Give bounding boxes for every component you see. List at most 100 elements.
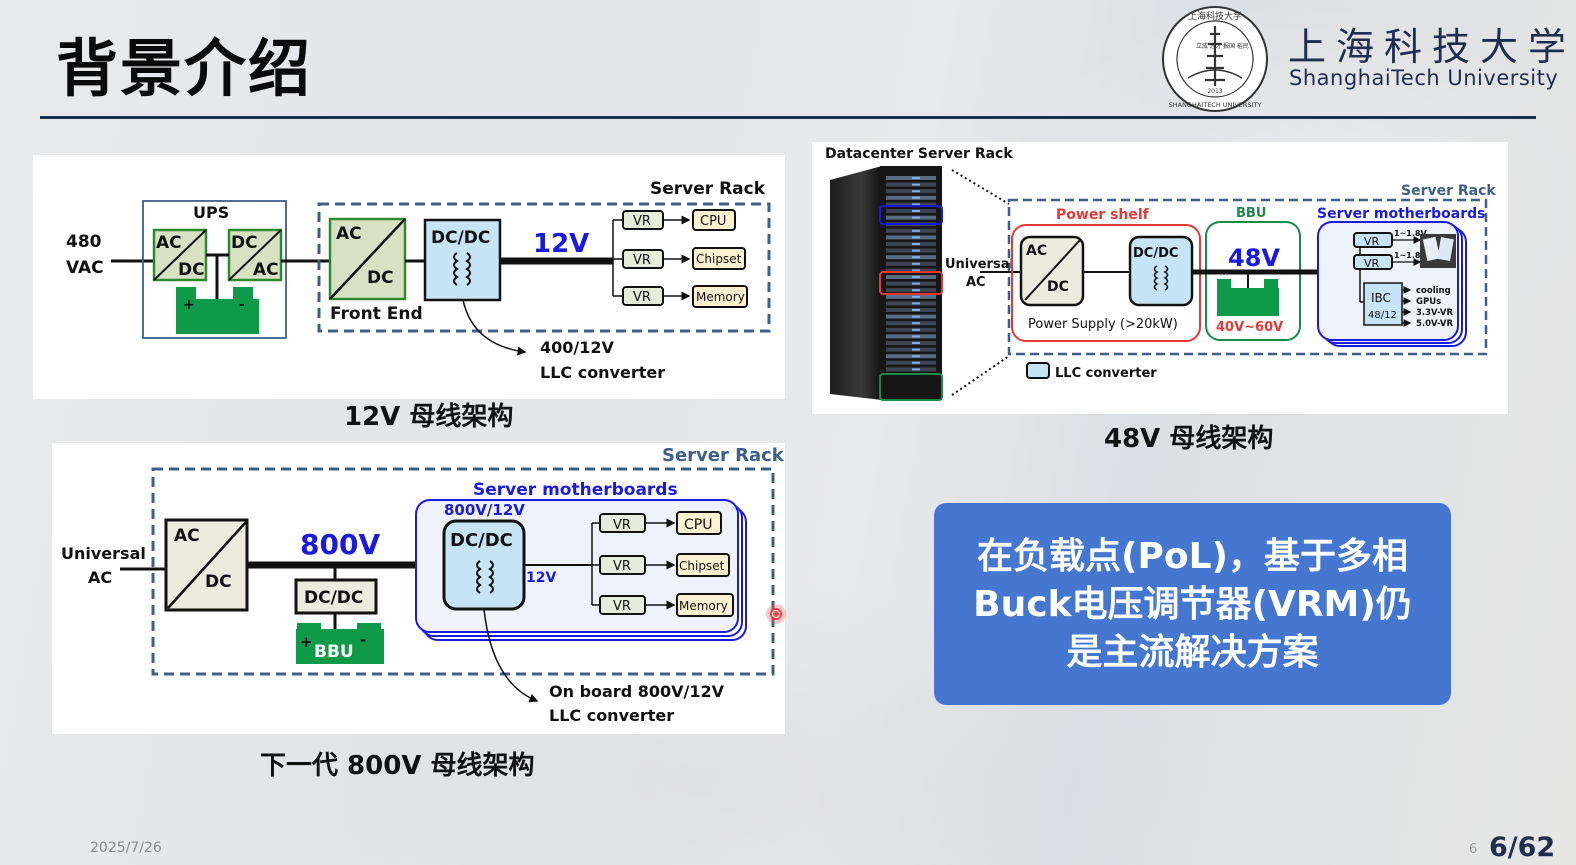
acdc-in: AC [1026,243,1047,259]
rack-server-slot [886,281,936,286]
processor-chips-icon [1420,234,1456,268]
caption-800v: 下一代 800V 母线架构 [260,751,535,781]
rack-server-slot [886,314,936,319]
converter-note-line1: 400/12V [540,338,615,357]
page-indicator: 6/62 [1489,832,1556,863]
converter-note-line2: LLC converter [540,363,665,382]
bbu-voltage-range: 40V~60V [1216,320,1283,335]
acdc-in: AC [174,526,200,546]
rack-server-slot [886,261,936,266]
input-line1: Universal [945,257,1014,272]
transformer-icon [476,560,494,594]
load-cpu: CPU [684,517,712,533]
rack-slot-led [912,315,920,318]
diagram-12v: 480 VAC UPS AC DC DC AC + - Server Rack … [66,179,771,382]
vr-cpu-branch: VR CPU [599,511,722,535]
rack-slot-led [912,216,920,219]
frontend-in: AC [336,224,362,244]
rack-slot-led [912,256,920,259]
rack-slot-led [912,249,920,252]
rack-slot-led [912,210,920,212]
rack-slot-led [912,262,920,265]
rack-server-slot [886,255,936,260]
vr-memory-branch: VR Memory [599,593,734,617]
ups-battery-icon [176,287,259,334]
rack-server-slot [886,334,936,339]
ups-acdc-in: AC [156,233,182,253]
ibc-output-3v3: 3.3V-VR [1416,308,1454,318]
bbu-box [1205,221,1301,341]
bbu-label: BBU [1236,206,1266,221]
callout-line3: 是主流解决方案 [1066,632,1319,673]
input-line2: AC [966,275,986,290]
ups-dcac-out: AC [253,260,279,280]
bbu-dcdc-label: DC/DC [304,588,363,608]
server-rack-photo [830,166,943,401]
vr-chipset-branch: VR Chipset [599,553,730,577]
rack-photo-label: Datacenter Server Rack [825,146,1013,162]
power-shelf-label: Power shelf [1056,207,1150,223]
rack-slot-led [912,269,920,272]
server-rack-label: Server Rack [650,179,766,199]
rack-server-slot [886,189,936,194]
rack-slot-led [912,196,920,199]
rack-slot-led [912,177,920,179]
dcdc-label: DC/DC [450,530,513,551]
rack-server-slot [886,341,936,345]
rack-highlight-power-shelf [879,271,943,295]
rack-highlight-bbu [879,373,943,401]
bbu-label: BBU [314,642,354,662]
transformer-icon [1153,265,1169,291]
vr-label: VR [1364,257,1380,270]
input-line2: AC [88,568,112,587]
caption-12v: 12V 母线架构 [344,402,514,432]
diagram-48v: Datacenter Server Rack Server Rack Unive… [825,146,1496,401]
slide-date: 2025/7/26 [90,840,162,856]
acdc-out: DC [1047,279,1069,295]
front-end-label: Front End [330,304,423,324]
callout-line2: Buck电压调节器(VRM)仍 [973,584,1412,625]
input-voltage-line1: 480 [66,232,102,252]
frontend-out: DC [367,268,394,288]
rack-slot-led [912,190,920,193]
rack-server-slot [886,182,936,187]
rack-slot-led [912,361,920,364]
rack-server-slot [886,228,936,233]
logo-text-top: 上海科技大学 [1188,10,1242,22]
diagram-800v-panel: Universal AC Server Rack AC DC 800V DC/D… [52,443,785,734]
diagram-800v: Universal AC Server Rack AC DC 800V DC/D… [61,445,785,725]
server-rack-label: Server Rack [1401,183,1496,199]
logo-motto-right: 报国 裕民 [1223,42,1249,50]
ups-label: UPS [193,203,229,222]
vr-output-label: 1~1.8V [1394,251,1427,260]
university-name-en: ShanghaiTech University [1289,66,1559,90]
ibc-converter [1363,282,1403,326]
input-voltage-line2: VAC [66,258,104,278]
battery-plus: + [300,633,313,651]
rack-slot-led [912,229,920,232]
vr-label: VR [633,290,651,305]
out-voltage-label: 12V [526,570,556,586]
vr-cpu-branch: VR CPU [622,209,736,231]
callout-line1: 在负载点(PoL)，基于多相 [977,536,1408,577]
diagram-48v-panel: Datacenter Server Rack Server Rack Unive… [812,142,1508,414]
rack-slot-led [912,309,920,311]
server-rack-label: Server Rack [662,445,785,466]
rack-slot-led [912,328,920,331]
rack-server-slot [886,235,936,240]
rack-server-slot [886,242,936,246]
rack-server-slot [886,275,936,279]
dcdc-label: DC/DC [1133,246,1178,261]
ibc-ratio: 48/12 [1368,310,1397,321]
rack-server-slot [886,248,936,253]
battery-minus: - [360,631,366,649]
rack-slot-led [912,183,920,186]
rack-server-slot [886,360,936,365]
vr-label: VR [633,253,651,268]
rack-server-slot [886,209,936,213]
rack-server-slot [886,327,936,332]
callout-arrow [462,299,527,356]
rack-slot-led [912,302,920,305]
logo-text-bottom: SHANGHAITECH UNIVERSITY [1169,101,1262,109]
